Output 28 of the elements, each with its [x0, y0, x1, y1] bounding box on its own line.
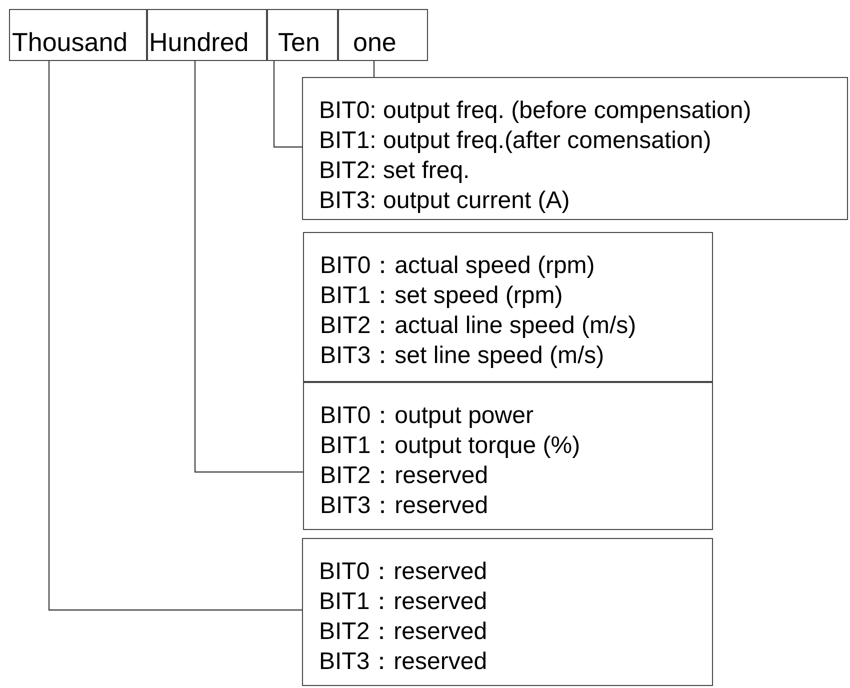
- bit-description: BIT0: output freq. (before compensation): [319, 96, 752, 126]
- place-value-cell: Thousand: [9, 9, 147, 61]
- place-value-cell: Hundred: [147, 9, 267, 61]
- bit-description: BIT2：actual line speed (m/s): [320, 311, 636, 341]
- bit-description: BIT2：reserved: [320, 461, 488, 491]
- place-value-cell: one: [338, 9, 428, 61]
- bit-description: BIT1：reserved: [319, 587, 488, 617]
- bit-description: BIT1: output freq.(after comensation): [319, 126, 712, 156]
- bit-description: BIT1：set speed (rpm): [320, 281, 563, 311]
- bit-description: BIT0：reserved: [319, 557, 488, 587]
- place-value-cell: Ten: [267, 9, 338, 61]
- leader-line: [373, 61, 375, 77]
- bit-description: BIT3: output current (A): [319, 186, 570, 216]
- bit-list-box: [302, 77, 848, 220]
- bit-description: BIT3：set line speed (m/s): [320, 341, 604, 371]
- leader-line: [273, 61, 302, 148]
- bit-description: BIT0：output power: [320, 401, 534, 431]
- bit-description: BIT2: set freq.: [319, 156, 470, 186]
- bit-description: BIT2：reserved: [319, 617, 488, 647]
- bit-list-box: [302, 538, 713, 686]
- bit-description: BIT0：actual speed (rpm): [320, 251, 595, 281]
- bit-list-box: [303, 382, 713, 530]
- bit-description: BIT3：reserved: [319, 647, 488, 677]
- bit-list-box: [303, 232, 713, 382]
- leader-line: [194, 61, 303, 473]
- bit-description: BIT3：reserved: [320, 491, 488, 521]
- leader-line: [48, 61, 302, 611]
- bit-description: BIT1：output torque (%): [320, 431, 580, 461]
